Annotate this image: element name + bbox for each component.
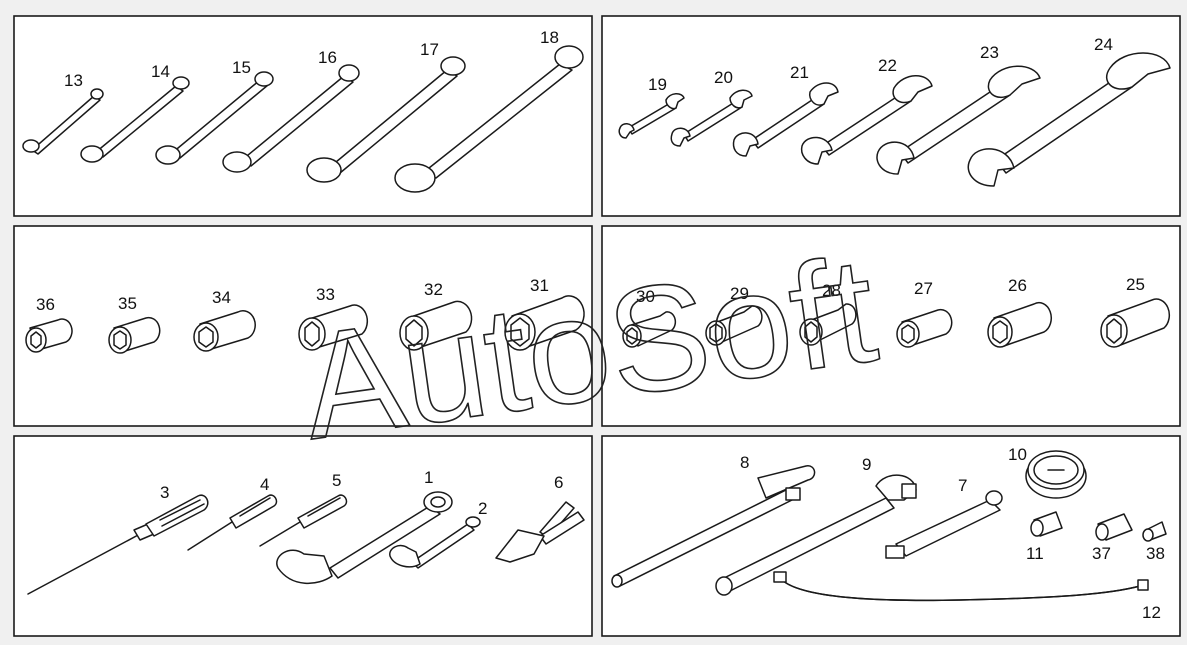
item-label: 21	[790, 63, 809, 82]
t-handle-8[interactable]	[611, 465, 816, 588]
open-end-wrench-24[interactable]	[967, 52, 1171, 187]
open-end-wrenches-group	[618, 52, 1171, 187]
adapter-37[interactable]	[1095, 513, 1133, 541]
screwdriver-4[interactable]	[187, 494, 278, 551]
item-label: 29	[730, 284, 749, 303]
ring-wrench-15[interactable]	[155, 71, 274, 165]
socket-36[interactable]	[25, 318, 73, 353]
item-label: 32	[424, 280, 443, 299]
item-label: 6	[554, 473, 563, 492]
open-end-wrench-20[interactable]	[670, 89, 753, 147]
item-label: 25	[1126, 275, 1145, 294]
sockets-right-group	[622, 298, 1171, 348]
item-label: 37	[1092, 544, 1111, 563]
screwdriver-5[interactable]	[259, 494, 348, 547]
item-label: 5	[332, 471, 341, 490]
item-label: 14	[151, 62, 170, 81]
socket-31[interactable]	[504, 295, 585, 351]
item-label: 15	[232, 58, 251, 77]
compression-gauge-10[interactable]	[1025, 450, 1087, 499]
panel-drive-tools	[601, 435, 1181, 637]
item-label: 13	[64, 71, 83, 90]
item-label: 28	[822, 281, 841, 300]
item-label: 26	[1008, 276, 1027, 295]
ring-wrench-13[interactable]	[22, 88, 104, 155]
item-label: 12	[1142, 603, 1161, 622]
open-end-wrench-21[interactable]	[732, 82, 839, 157]
ring-wrench-17[interactable]	[306, 56, 466, 183]
item-label: 17	[420, 40, 439, 59]
item-label: 4	[260, 475, 269, 494]
sockets-left-group	[25, 295, 585, 354]
item-label: 10	[1008, 445, 1027, 464]
socket-34[interactable]	[193, 310, 256, 352]
item-label: 22	[878, 56, 897, 75]
open-end-wrench-23[interactable]	[876, 65, 1041, 175]
pliers-6[interactable]	[495, 501, 585, 563]
adapter-11[interactable]	[1030, 511, 1063, 537]
item-label: 30	[636, 287, 655, 306]
adapter-38[interactable]	[1142, 521, 1167, 542]
item-label: 23	[980, 43, 999, 62]
drive-tools-group	[611, 450, 1167, 602]
ring-wrench-18[interactable]	[394, 45, 584, 193]
item-label: 16	[318, 48, 337, 67]
panel-sockets-right	[601, 225, 1181, 427]
item-label: 1	[424, 468, 433, 487]
item-label: 20	[714, 68, 733, 87]
item-label: 31	[530, 276, 549, 295]
item-label: 38	[1146, 544, 1165, 563]
flexible-hose-12[interactable]	[773, 571, 1149, 602]
ring-wrenches-group	[22, 45, 584, 193]
socket-25[interactable]	[1100, 298, 1171, 348]
panel-hand-tools	[13, 435, 593, 637]
socket-27[interactable]	[896, 308, 953, 348]
item-label: 19	[648, 75, 667, 94]
socket-29[interactable]	[705, 305, 763, 346]
open-end-wrench-22[interactable]	[800, 75, 933, 165]
socket-35[interactable]	[108, 316, 161, 354]
item-label: 7	[958, 476, 967, 495]
item-labels: 13 14 15 16 17 18 19 20 21 22 23 24 36 3…	[36, 28, 1165, 622]
item-label: 18	[540, 28, 559, 47]
socket-33[interactable]	[298, 304, 369, 351]
item-label: 3	[160, 483, 169, 502]
ring-wrench-16[interactable]	[222, 64, 360, 173]
socket-32[interactable]	[399, 300, 473, 351]
item-label: 27	[914, 279, 933, 298]
screwdriver-3[interactable]	[27, 494, 209, 595]
hand-tools-group	[27, 491, 585, 595]
ring-wrench-14[interactable]	[80, 76, 190, 163]
ratchet-9[interactable]	[715, 474, 917, 596]
item-label: 36	[36, 295, 55, 314]
adjustable-wrench-2[interactable]	[389, 516, 481, 569]
item-label: 24	[1094, 35, 1113, 54]
socket-26[interactable]	[987, 301, 1052, 348]
extension-7[interactable]	[885, 490, 1003, 559]
item-label: 33	[316, 285, 335, 304]
item-label: 8	[740, 453, 749, 472]
adjustable-wrench-1[interactable]	[276, 491, 453, 585]
item-label: 2	[478, 499, 487, 518]
open-end-wrench-19[interactable]	[618, 93, 685, 139]
item-label: 34	[212, 288, 231, 307]
item-label: 35	[118, 294, 137, 313]
item-label: 9	[862, 455, 871, 474]
socket-30[interactable]	[622, 311, 677, 348]
item-label: 11	[1026, 544, 1044, 563]
socket-28[interactable]	[799, 303, 857, 346]
